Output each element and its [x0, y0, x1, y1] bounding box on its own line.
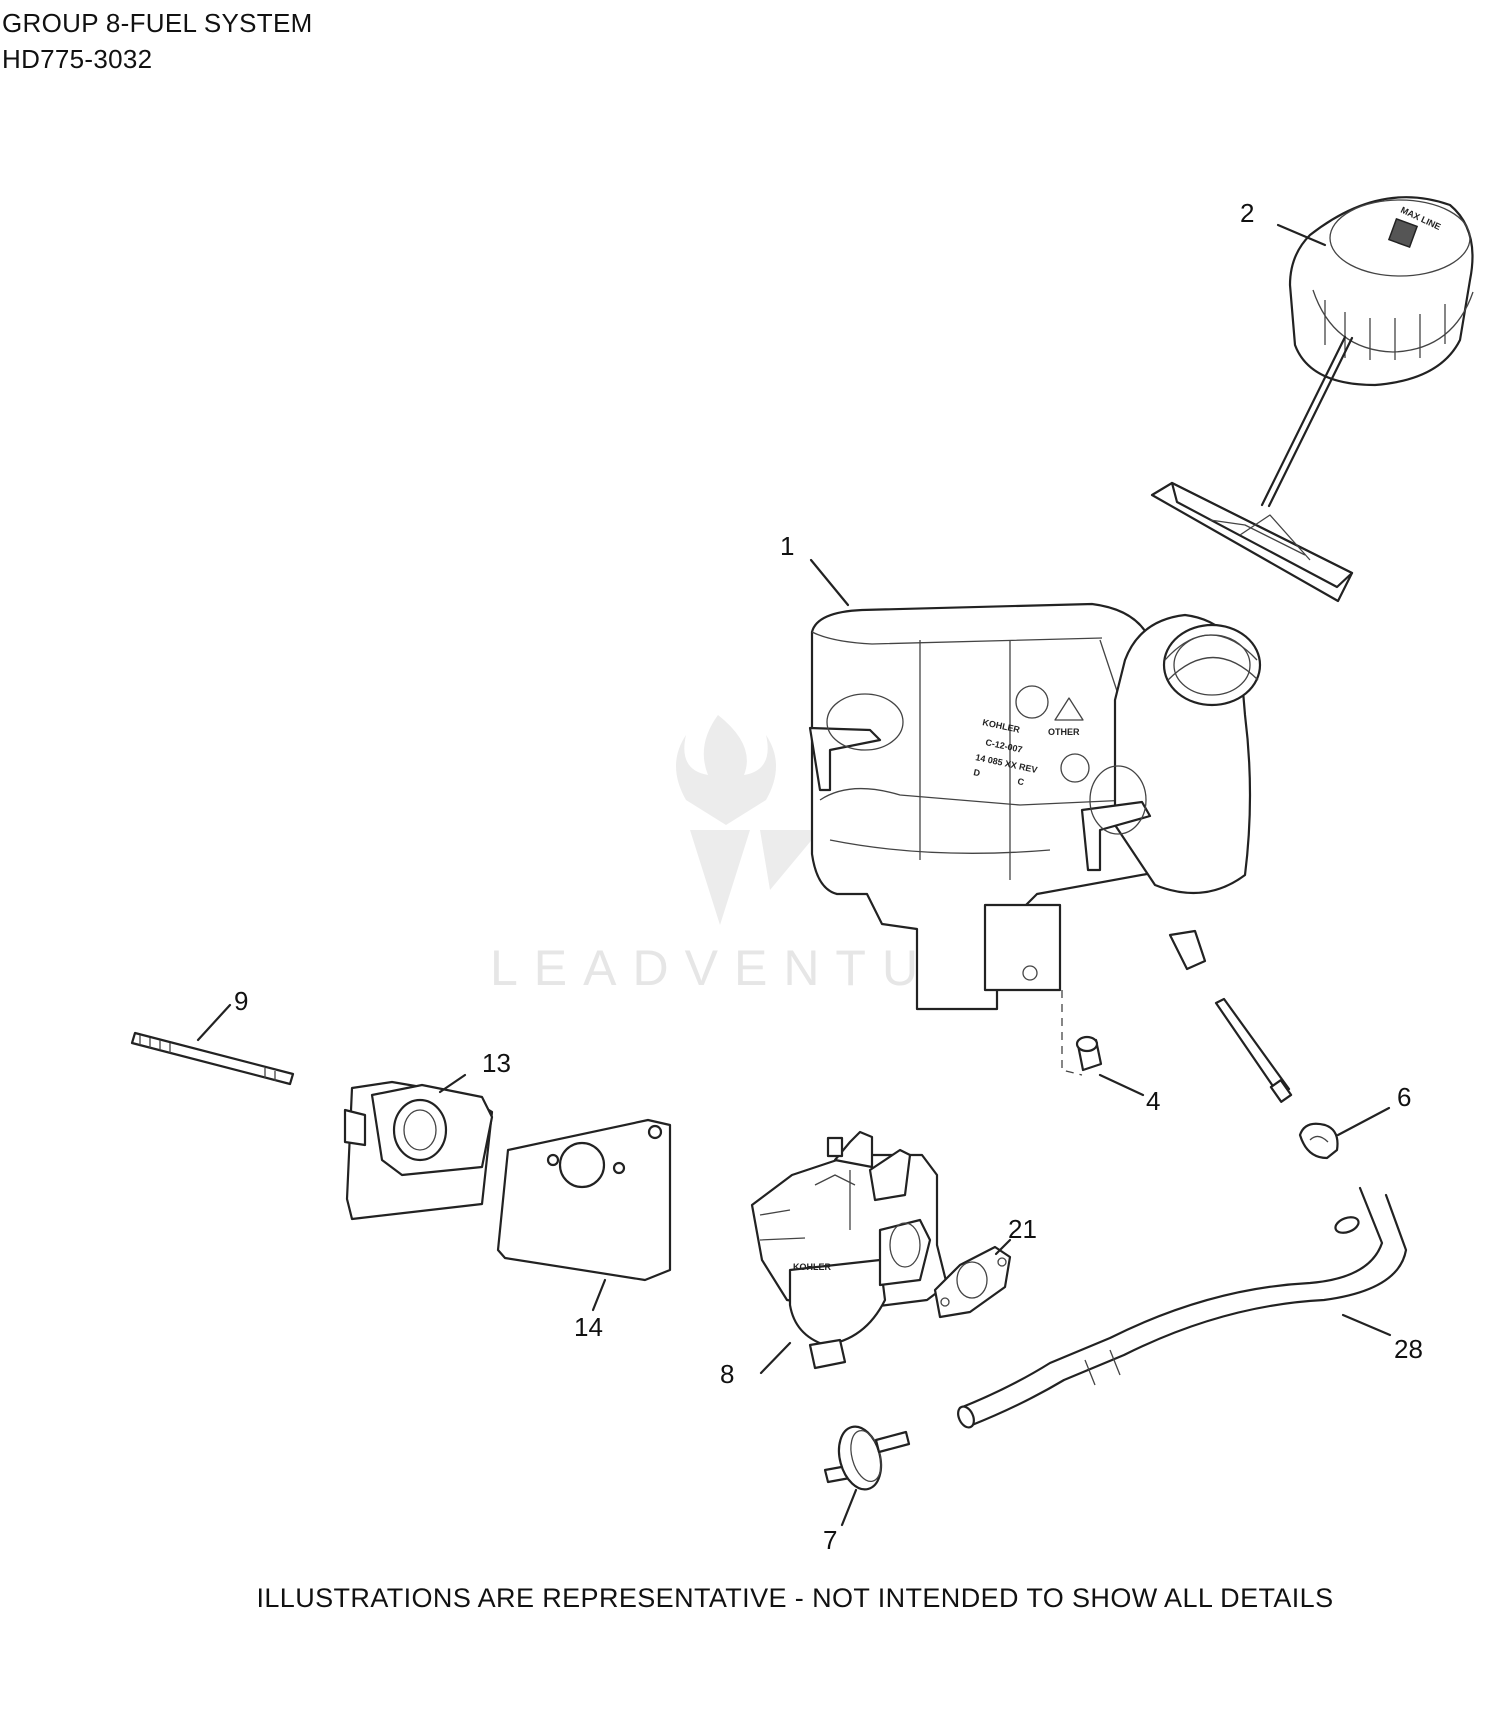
leader-7: [196, 1003, 232, 1042]
part-13-carburetor: KOHLER: [750, 1130, 949, 1370]
callout-2: 2: [1240, 198, 1254, 228]
leader-28: [840, 1488, 858, 1527]
carb-marking: KOHLER: [793, 1262, 832, 1272]
leader-9: [591, 1278, 607, 1312]
part-21-fuel-hose: [957, 1186, 1408, 1429]
callout-1: 1: [780, 531, 794, 561]
leader-2: [1276, 223, 1327, 247]
part-7-stud: [130, 1031, 295, 1086]
part-8-spacer: [343, 1080, 494, 1221]
leader-8: [438, 1073, 467, 1094]
part-9-gasket-plate: [496, 1118, 672, 1282]
alignment-line: [1061, 990, 1083, 1076]
callout-6: 6: [1397, 1082, 1411, 1112]
part-1-fuel-tank: KOHLER C-12-007 14 085 XX REV D C OTHER: [808, 602, 1262, 1011]
leader-lines: [196, 223, 1392, 1527]
callout-28: 7: [823, 1525, 837, 1555]
leader-14: [994, 1238, 1012, 1256]
disclaimer-footer: ILLUSTRATIONS ARE REPRESENTATIVE - NOT I…: [256, 1583, 1334, 1613]
page-title: GROUP 8-FUEL SYSTEM: [2, 8, 313, 38]
part-6-screw: [1214, 997, 1293, 1103]
callout-labels: 2 1 9 13 4 6 14 21 8 28 7: [234, 198, 1423, 1555]
leader-1: [809, 558, 850, 607]
tank-mark-d: D: [973, 767, 982, 778]
part-14-gasket: [933, 1245, 1012, 1319]
callout-9: 14: [574, 1312, 603, 1342]
part-2-fuel-cap: MAX LINE: [1150, 196, 1474, 603]
leader-13: [759, 1341, 792, 1375]
callout-7: 9: [234, 986, 248, 1016]
callout-14: 21: [1008, 1214, 1037, 1244]
callout-21: 28: [1394, 1334, 1423, 1364]
leader-6: [1336, 1106, 1391, 1137]
callout-8: 13: [482, 1048, 511, 1078]
part-6-clamp: [1298, 1122, 1339, 1160]
model-number: HD775-3032: [2, 44, 153, 74]
tank-mark-other: OTHER: [1048, 727, 1080, 737]
tank-mark-c: C: [1017, 776, 1026, 787]
leader-21: [1341, 1313, 1392, 1337]
part-28-fuel-filter: [823, 1425, 911, 1491]
part-4-grommet: [1075, 1035, 1103, 1072]
callout-13: 8: [720, 1359, 734, 1389]
leader-4: [1098, 1073, 1145, 1097]
callout-4: 4: [1146, 1086, 1160, 1116]
